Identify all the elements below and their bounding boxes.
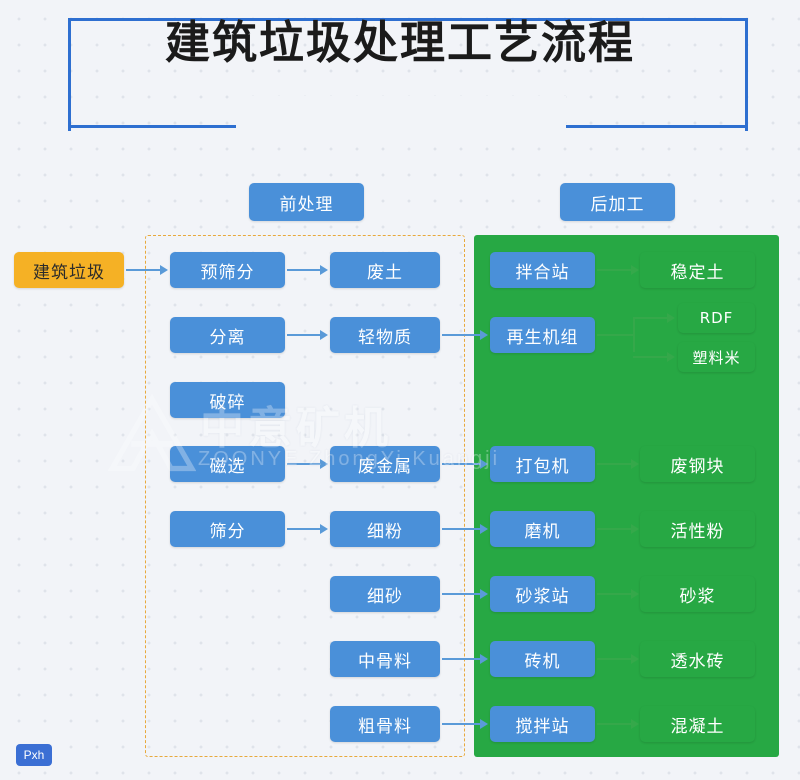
node-concrete-mixing-station[interactable]: 搅拌站 bbox=[490, 706, 595, 742]
section-header-postprocessing: 后加工 bbox=[560, 183, 675, 221]
arrowhead-screening-to-fine-powder bbox=[320, 524, 328, 534]
node-concrete[interactable]: 混凝土 bbox=[640, 706, 755, 742]
node-grinding-mill[interactable]: 磨机 bbox=[490, 511, 595, 547]
arrowhead-prescreen-to-waste-soil bbox=[320, 265, 328, 275]
node-scrap-metal[interactable]: 废金属 bbox=[330, 446, 440, 482]
group-box-pretreatment bbox=[145, 235, 465, 757]
connector-concrete-station-to-concrete bbox=[597, 723, 633, 725]
arrowhead-recycling-unit-to-plastic-pellets bbox=[667, 352, 675, 362]
page-title: 建筑垃圾处理工艺流程 bbox=[164, 16, 635, 69]
connector-mixing-station-to-stabilized-soil bbox=[597, 269, 633, 271]
arrowhead-mill-to-active-powder bbox=[631, 524, 639, 534]
connector-mortar-station-to-mortar bbox=[597, 593, 633, 595]
node-magnetic-separation[interactable]: 磁选 bbox=[170, 446, 285, 482]
node-light-material[interactable]: 轻物质 bbox=[330, 317, 440, 353]
connector-recycling-unit-branch bbox=[597, 334, 633, 336]
arrowhead-separation-to-light-material bbox=[320, 330, 328, 340]
node-mortar-station[interactable]: 砂浆站 bbox=[490, 576, 595, 612]
arrowhead-fine-sand-to-mortar-station bbox=[480, 589, 488, 599]
node-active-powder[interactable]: 活性粉 bbox=[640, 511, 755, 547]
node-prescreen[interactable]: 预筛分 bbox=[170, 252, 285, 288]
connector-magnetic-to-scrap-metal bbox=[287, 463, 322, 465]
node-source-construction-waste[interactable]: 建筑垃圾 bbox=[14, 252, 124, 288]
arrowhead-source-to-prescreen bbox=[160, 265, 168, 275]
node-stabilized-soil[interactable]: 稳定土 bbox=[640, 252, 755, 288]
arrowhead-baler-to-scrap-steel-block bbox=[631, 459, 639, 469]
arrowhead-magnetic-to-scrap-metal bbox=[320, 459, 328, 469]
section-header-pretreatment: 前处理 bbox=[249, 183, 364, 221]
connector-mill-to-active-powder bbox=[597, 528, 633, 530]
arrowhead-brick-machine-to-permeable-brick bbox=[631, 654, 639, 664]
connector-brick-machine-to-permeable-brick bbox=[597, 658, 633, 660]
node-medium-aggregate[interactable]: 中骨料 bbox=[330, 641, 440, 677]
connector-medium-aggregate-to-brick-machine bbox=[442, 658, 482, 660]
node-screening[interactable]: 筛分 bbox=[170, 511, 285, 547]
connector-prescreen-to-waste-soil bbox=[287, 269, 322, 271]
connector-recycling-unit-branch-vertical bbox=[633, 318, 635, 352]
node-baler[interactable]: 打包机 bbox=[490, 446, 595, 482]
connector-fine-sand-to-mortar-station bbox=[442, 593, 482, 595]
connector-light-material-to-recycling-unit bbox=[442, 334, 482, 336]
node-mortar[interactable]: 砂浆 bbox=[640, 576, 755, 612]
connector-fine-powder-to-mill bbox=[442, 528, 482, 530]
arrowhead-coarse-aggregate-to-concrete-station bbox=[480, 719, 488, 729]
arrowhead-mixing-station-to-stabilized-soil bbox=[631, 265, 639, 275]
node-crushing[interactable]: 破碎 bbox=[170, 382, 285, 418]
node-mixing-station[interactable]: 拌合站 bbox=[490, 252, 595, 288]
node-fine-powder[interactable]: 细粉 bbox=[330, 511, 440, 547]
node-recycling-unit[interactable]: 再生机组 bbox=[490, 317, 595, 353]
corner-badge: Pxh bbox=[16, 744, 52, 766]
node-fine-sand[interactable]: 细砂 bbox=[330, 576, 440, 612]
connector-source-to-prescreen bbox=[126, 269, 162, 271]
node-rdf[interactable]: RDF bbox=[678, 303, 755, 333]
arrowhead-light-material-to-recycling-unit bbox=[480, 330, 488, 340]
connector-recycling-unit-to-plastic-pellets bbox=[633, 356, 669, 358]
connector-coarse-aggregate-to-concrete-station bbox=[442, 723, 482, 725]
connector-baler-to-scrap-steel-block bbox=[597, 463, 633, 465]
node-separation[interactable]: 分离 bbox=[170, 317, 285, 353]
arrowhead-mortar-station-to-mortar bbox=[631, 589, 639, 599]
connector-recycling-unit-to-rdf bbox=[633, 317, 669, 319]
node-waste-soil[interactable]: 废土 bbox=[330, 252, 440, 288]
connector-separation-to-light-material bbox=[287, 334, 322, 336]
connector-scrap-metal-to-baler bbox=[442, 463, 482, 465]
arrowhead-fine-powder-to-mill bbox=[480, 524, 488, 534]
node-coarse-aggregate[interactable]: 粗骨料 bbox=[330, 706, 440, 742]
arrowhead-scrap-metal-to-baler bbox=[480, 459, 488, 469]
arrowhead-medium-aggregate-to-brick-machine bbox=[480, 654, 488, 664]
node-scrap-steel-block[interactable]: 废钢块 bbox=[640, 446, 755, 482]
node-brick-machine[interactable]: 砖机 bbox=[490, 641, 595, 677]
arrowhead-recycling-unit-to-rdf bbox=[667, 313, 675, 323]
subtitle-backdrop bbox=[236, 96, 566, 130]
node-plastic-pellets[interactable]: 塑料米 bbox=[678, 342, 755, 372]
arrowhead-concrete-station-to-concrete bbox=[631, 719, 639, 729]
node-permeable-brick[interactable]: 透水砖 bbox=[640, 641, 755, 677]
connector-screening-to-fine-powder bbox=[287, 528, 322, 530]
